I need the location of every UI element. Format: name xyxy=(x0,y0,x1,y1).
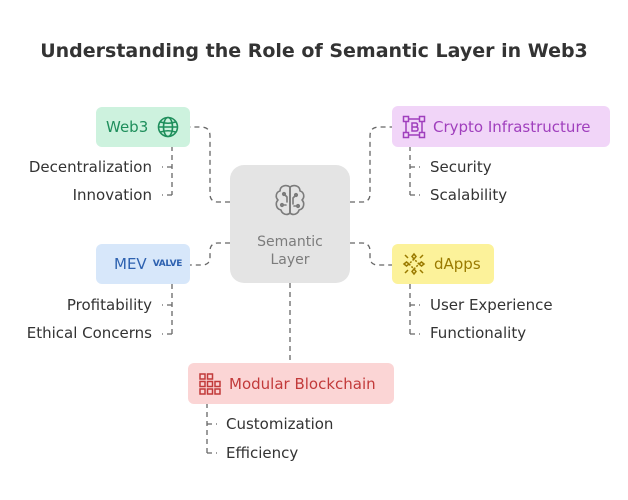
node-crypto-label: Crypto Infrastructure xyxy=(433,117,591,136)
connector-center-mev xyxy=(190,242,230,266)
leaf-efficiency: Efficiency xyxy=(226,444,299,462)
valve-logo: VALVE xyxy=(152,259,183,269)
node-mev: MEV VALVE xyxy=(96,244,190,284)
node-web3: Web3 xyxy=(96,107,190,147)
node-modular-blockchain: Modular Blockchain xyxy=(188,363,394,404)
center-node-semantic-layer: Semantic Layer xyxy=(230,165,350,283)
connector-center-web3 xyxy=(190,126,230,203)
leaf-profitability: Profitability xyxy=(66,296,152,314)
leaf-security: Security xyxy=(430,158,492,176)
node-web3-label: Web3 xyxy=(106,118,149,136)
page-title: Understanding the Role of Semantic Layer… xyxy=(40,40,588,62)
bitcoin-network-icon xyxy=(402,115,426,139)
node-dapps: dApps xyxy=(392,244,494,284)
node-modular-label: Modular Blockchain xyxy=(229,374,376,393)
center-label-line1: Semantic xyxy=(257,233,323,250)
network-nodes-icon xyxy=(402,252,426,276)
connector-center-dapps xyxy=(350,242,392,266)
leaf-decentralization: Decentralization xyxy=(28,158,152,176)
leaf-scalability: Scalability xyxy=(430,186,508,204)
leaf-ethical-concerns: Ethical Concerns xyxy=(26,324,152,342)
node-crypto-infrastructure: Crypto Infrastructure xyxy=(392,106,610,147)
leaf-innovation: Innovation xyxy=(72,186,152,204)
leaf-customization: Customization xyxy=(226,415,334,433)
brain-circuit-icon xyxy=(270,180,310,225)
connector-center-crypto xyxy=(350,126,392,203)
leaf-functionality: Functionality xyxy=(430,324,527,342)
center-label-line2: Layer xyxy=(270,251,310,268)
leaf-user-experience: User Experience xyxy=(430,296,553,314)
globe-icon xyxy=(156,115,180,139)
node-dapps-label: dApps xyxy=(434,255,481,273)
node-mev-label: MEV xyxy=(114,255,147,273)
blocks-grid-icon xyxy=(198,372,222,396)
